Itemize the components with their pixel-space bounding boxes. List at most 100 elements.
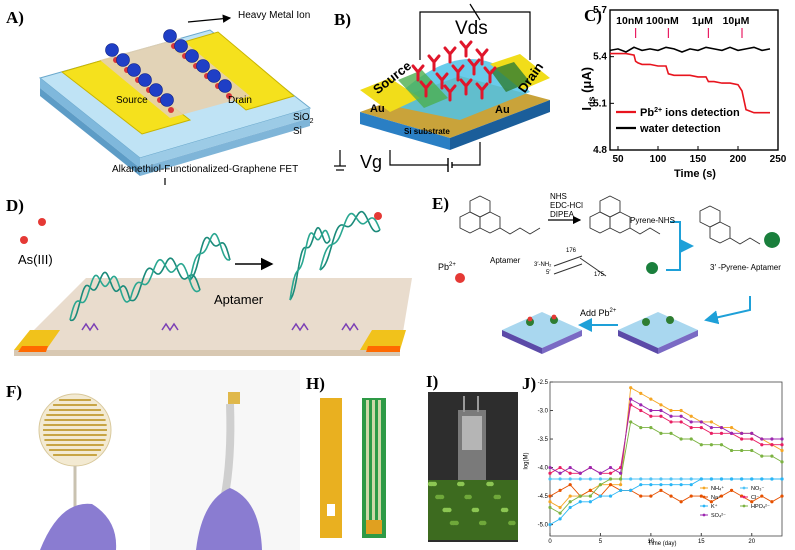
data-point: [639, 403, 643, 407]
panel-f-label: F): [6, 382, 23, 401]
sprout: [474, 507, 480, 513]
data-point: [760, 443, 764, 447]
data-point: [578, 494, 582, 498]
heavy-metal-ion: [163, 29, 177, 43]
sprout: [460, 481, 465, 487]
data-point: [729, 477, 734, 481]
data-point: [770, 443, 774, 447]
panel-b: B) Vds Source Drain Au Au Si substrate V…: [330, 0, 570, 185]
data-point: [709, 426, 713, 430]
y-tick-label: -2.5: [538, 380, 549, 386]
data-point: [780, 448, 784, 453]
data-point: [659, 414, 663, 418]
vds-label: Vds: [455, 18, 488, 39]
as-label: As(III): [18, 252, 53, 267]
data-point: [729, 431, 734, 435]
heavy-metal-ions: [105, 29, 232, 113]
y-tick-label: -4.0: [538, 466, 549, 472]
data-point: [709, 443, 713, 447]
x-tick-label: 20: [748, 539, 755, 545]
data-point: [558, 517, 562, 521]
data-point: [699, 477, 703, 481]
data-point: [568, 483, 572, 487]
sprout: [432, 481, 437, 487]
data-point: [669, 420, 673, 424]
chart-c-frame: [609, 9, 779, 151]
panel-d: D) As(III) Aptamer: [0, 190, 430, 360]
y-tick-label: -3.5: [538, 437, 549, 443]
data-point: [689, 483, 693, 487]
reagent-nhs: NHS: [550, 192, 567, 201]
data-point: [588, 500, 592, 504]
data-point: [558, 488, 562, 492]
data-point: [639, 391, 643, 396]
sprout: [482, 520, 487, 526]
panel-b-label: B): [334, 10, 351, 29]
data-point: [689, 420, 693, 424]
data-point: [548, 465, 552, 470]
antibody-y: [475, 48, 489, 66]
data-point: [649, 408, 653, 413]
data-point: [679, 420, 683, 424]
linker: [81, 322, 99, 332]
x-tick-label: 100: [650, 154, 667, 165]
sio2-label: SiO2: [293, 112, 314, 125]
series-line: [549, 404, 782, 474]
data-point: [709, 477, 713, 481]
data-point: [639, 426, 643, 430]
y-tick-label: 5.1: [593, 98, 607, 109]
data-point: [760, 494, 764, 498]
panel-a-label: A): [6, 8, 24, 27]
legend-label: Pb2+ ions detection: [640, 107, 740, 119]
add-pb-label: Add Pb2+: [580, 308, 617, 318]
sprout: [467, 494, 472, 500]
data-point: [689, 426, 693, 430]
data-point: [780, 443, 784, 447]
reagent-list: NHS EDC-HCl DIPEA: [550, 192, 583, 219]
heavy-metal-ion: [138, 73, 152, 87]
y-tick-label: -3.0: [538, 409, 549, 415]
data-point: [729, 448, 734, 453]
y-tick-label: 4.8: [593, 145, 607, 156]
data-point: [669, 494, 673, 498]
data-point: [669, 431, 673, 435]
interdigitated-electrodes: [43, 399, 107, 456]
data-point: [780, 460, 784, 464]
data-point: [740, 448, 744, 453]
series-line: [549, 478, 782, 525]
data-point: [548, 471, 552, 475]
sprout: [504, 507, 509, 513]
data-point: [558, 505, 562, 510]
data-point: [578, 500, 582, 504]
heavy-metal-ion: [116, 53, 130, 67]
data-point: [619, 477, 623, 481]
panel-e-label: E): [432, 194, 449, 213]
legend-marker: [702, 486, 706, 490]
series-line: [549, 398, 782, 475]
aptamer-eq-label: Aptamer: [490, 256, 521, 265]
data-point: [760, 437, 764, 441]
panel-a-caption: Alkanethiol-Functionalized-Graphene FET: [112, 164, 299, 175]
data-point: [598, 494, 603, 498]
data-point: [548, 477, 552, 481]
data-point: [709, 431, 713, 435]
antibody-y: [443, 84, 457, 102]
panel-f: F): [0, 370, 150, 550]
data-point: [629, 420, 633, 424]
data-point: [598, 477, 603, 481]
data-point: [719, 494, 724, 498]
x-tick-label: 250: [770, 154, 787, 165]
sprout: [439, 494, 445, 500]
data-point: [568, 494, 572, 498]
data-point: [719, 431, 724, 435]
data-point: [760, 477, 764, 481]
concentration-annotation: 10μM: [723, 15, 750, 27]
concentration-annotation: 10nM: [616, 15, 643, 27]
x-tick-label: 15: [698, 539, 705, 545]
data-point: [770, 477, 774, 481]
data-point: [679, 483, 683, 487]
legend-label: NH₄⁺: [711, 485, 724, 492]
series-line: [609, 46, 771, 53]
aptamer-sensor-diagram: [14, 210, 412, 356]
